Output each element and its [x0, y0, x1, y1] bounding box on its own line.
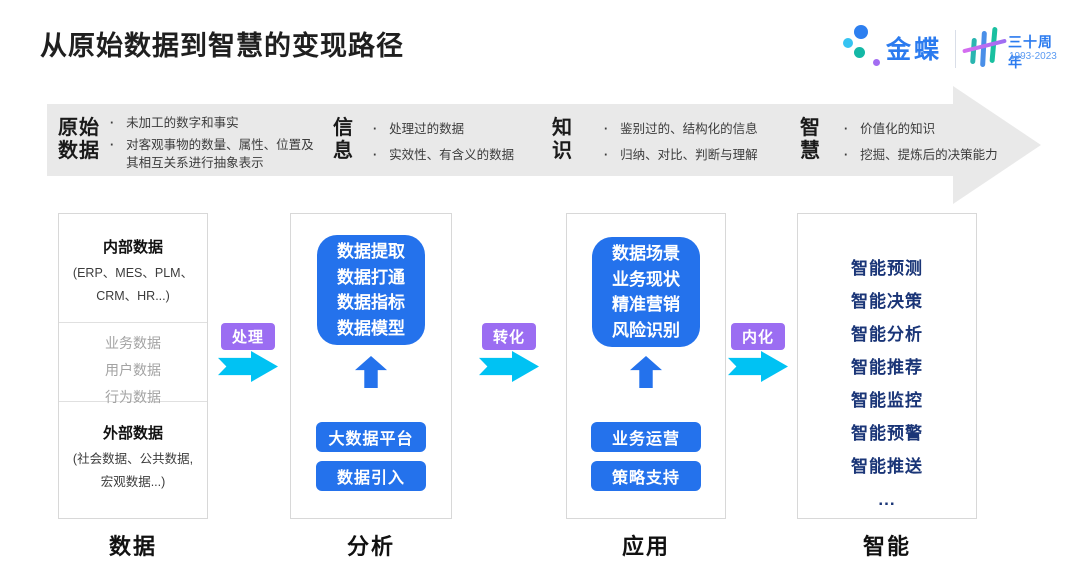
stage-knowledge: 知 识 鉴别过的、结构化的信息 归纳、对比、判断与理解: [552, 104, 797, 176]
stage-point: 价值化的知识: [860, 122, 936, 136]
page-title: 从原始数据到智慧的变现路径: [40, 31, 404, 61]
internal-data-subtitle: (ERP、MES、PLM、 CRM、HR...): [72, 266, 194, 303]
list-item: 智能推送: [851, 457, 923, 476]
kingdee-dot-icon: [854, 25, 868, 39]
right-arrow-icon: [218, 351, 278, 382]
flow-label-transform: 转化: [482, 323, 536, 350]
intelligence-list: 智能预测 智能决策 智能分析 智能推荐 智能监控 智能预警 智能推送 ...: [797, 252, 977, 516]
stage-name: 智 慧: [800, 117, 821, 162]
column-label-intelligence: 智能: [862, 534, 912, 559]
list-item: 智能推荐: [851, 358, 923, 377]
anniversary-label: 三十周年: [1008, 34, 1053, 70]
kingdee-dot-icon: [854, 47, 865, 58]
stage-raw-data: 原始 数据 未加工的数字和事实 对客观事物的数量、属性、位置及其相互关系进行抽象…: [58, 104, 328, 176]
list-item: 智能分析: [851, 325, 923, 344]
right-arrow-icon: [479, 351, 539, 382]
flow-label-process: 处理: [221, 323, 275, 350]
column-label-data: 数据: [108, 534, 158, 559]
stage-point: 未加工的数字和事实: [126, 116, 239, 130]
big-data-platform-chip: 大数据平台: [316, 422, 426, 452]
stage-point: 实效性、有含义的数据: [389, 148, 515, 162]
list-item: 智能监控: [851, 391, 923, 410]
column-label-application: 应用: [621, 534, 671, 559]
kingdee-dot-icon: [873, 59, 880, 66]
stage-point: 对客观事物的数量、属性、位置及其相互关系进行抽象表示: [126, 138, 314, 170]
flow-label-internalize: 内化: [731, 323, 785, 350]
stage-wisdom: 智 慧 价值化的知识 挖掘、提炼后的决策能力: [800, 104, 1000, 176]
application-main-box: 数据场景 业务现状 精准营销 风险识别: [592, 237, 700, 347]
stage-name: 信 息: [333, 117, 354, 162]
data-import-chip: 数据引入: [316, 461, 426, 491]
data-column-box: 内部数据 (ERP、MES、PLM、 CRM、HR...) 业务数据 用户数据 …: [58, 213, 208, 519]
anniversary-30-icon: [962, 24, 1007, 68]
external-data-title: 外部数据: [102, 425, 163, 442]
brand-name: 金蝶: [886, 36, 943, 64]
right-arrow-icon: [728, 351, 788, 382]
brand-logo: 金蝶 三十周年 1993-2023: [836, 20, 1066, 76]
stage-point: 挖掘、提炼后的决策能力: [860, 148, 998, 162]
stage-name: 原始 数据: [58, 117, 100, 162]
strategy-support-chip: 策略支持: [591, 461, 701, 491]
anniversary-years: 1993-2023: [1009, 51, 1057, 62]
data-type-item: 行为数据: [105, 389, 161, 405]
list-item: 智能决策: [851, 292, 923, 311]
internal-data-title: 内部数据: [102, 239, 163, 256]
data-type-item: 用户数据: [105, 362, 161, 378]
stage-name: 知 识: [552, 117, 573, 162]
ellipsis-item: ...: [878, 490, 896, 509]
stage-point: 归纳、对比、判断与理解: [620, 148, 758, 162]
column-label-analysis: 分析: [346, 534, 396, 559]
list-item: 智能预测: [851, 259, 923, 278]
anniversary-stroke-icon: [980, 30, 987, 68]
external-data-subtitle: (社会数据、公共数据, 宏观数据...): [72, 452, 194, 489]
data-type-item: 业务数据: [105, 335, 161, 351]
stage-point: 鉴别过的、结构化的信息: [620, 122, 758, 136]
business-operation-chip: 业务运营: [591, 422, 701, 452]
logo-divider: [955, 30, 956, 68]
stage-point: 处理过的数据: [389, 122, 465, 136]
list-item: 智能预警: [851, 424, 923, 443]
kingdee-dot-icon: [843, 38, 853, 48]
intelligence-column-box: [797, 213, 977, 519]
stage-information: 信 息 处理过的数据 实效性、有含义的数据: [333, 104, 548, 176]
analysis-main-box: 数据提取 数据打通 数据指标 数据模型: [317, 235, 425, 345]
